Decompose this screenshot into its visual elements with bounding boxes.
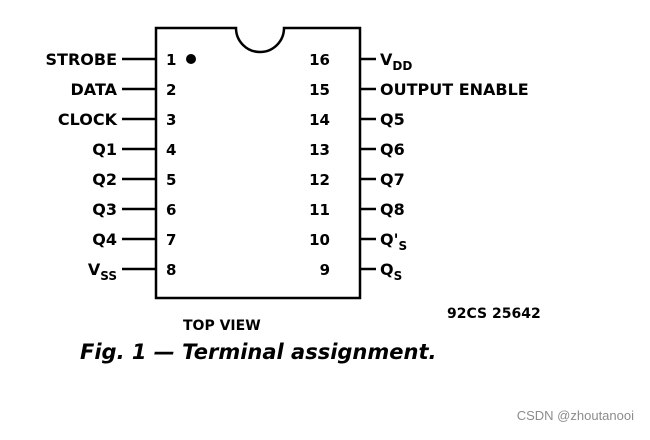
left-pin-label-text: STROBE bbox=[46, 50, 117, 69]
left-pin-label-text: Q4 bbox=[92, 230, 117, 249]
right-pin-number: 11 bbox=[309, 201, 330, 219]
right-pin-number: 16 bbox=[309, 51, 330, 69]
left-pin-label: Q3 bbox=[92, 200, 117, 219]
left-pin-number: 5 bbox=[166, 171, 176, 189]
right-pin-number: 15 bbox=[309, 81, 330, 99]
right-pin-number: 12 bbox=[309, 171, 330, 189]
right-pin-label-subscript: S bbox=[399, 239, 408, 253]
left-pin-number: 8 bbox=[166, 261, 176, 279]
right-pin-label-subscript: DD bbox=[392, 59, 412, 73]
left-pin-label-text: Q3 bbox=[92, 200, 117, 219]
right-pin-label: Q'S bbox=[380, 230, 407, 253]
left-pin-label-text: CLOCK bbox=[58, 110, 118, 129]
right-pin-label-subscript: S bbox=[394, 269, 403, 283]
left-pin-label-text: Q1 bbox=[92, 140, 117, 159]
right-pin-label: QS bbox=[380, 260, 402, 283]
right-pin-label-text: Q7 bbox=[380, 170, 405, 189]
left-pin-number: 1 bbox=[166, 51, 176, 69]
left-pin-number: 2 bbox=[166, 81, 176, 99]
right-pin-number: 14 bbox=[309, 111, 330, 129]
right-pin-label: Q7 bbox=[380, 170, 405, 189]
right-pin-label: Q8 bbox=[380, 200, 405, 219]
left-pin-number: 3 bbox=[166, 111, 176, 129]
right-pin-label: VDD bbox=[380, 50, 412, 73]
right-pin-label-text: Q' bbox=[380, 230, 399, 249]
left-pin-label: DATA bbox=[71, 80, 118, 99]
left-pin-label: CLOCK bbox=[58, 110, 118, 129]
left-pin-label-text: DATA bbox=[71, 80, 118, 99]
right-pin-group: 16 VDD 15 OUTPUT ENABLE 14 Q5 13 Q6 12 Q7 11 Q8 10 Q'… bbox=[309, 50, 529, 283]
right-pin-label-text: V bbox=[380, 50, 393, 69]
left-pin-label-text: Q2 bbox=[92, 170, 117, 189]
left-pin-label: Q1 bbox=[92, 140, 117, 159]
watermark-text: CSDN @zhoutanooi bbox=[516, 408, 634, 423]
right-pin-number: 13 bbox=[309, 141, 330, 159]
right-pin-label-text: Q8 bbox=[380, 200, 405, 219]
top-view-label: TOP VIEW bbox=[183, 318, 261, 334]
right-pin-label: OUTPUT ENABLE bbox=[380, 80, 529, 99]
right-pin-label: Q5 bbox=[380, 110, 405, 129]
left-pin-label-text: V bbox=[88, 260, 101, 279]
figure-caption: Fig. 1 — Terminal assignment. bbox=[80, 340, 437, 364]
left-pin-number: 6 bbox=[166, 201, 176, 219]
left-pin-label: Q2 bbox=[92, 170, 117, 189]
right-pin-label-text: OUTPUT ENABLE bbox=[380, 80, 529, 99]
left-pin-label-subscript: SS bbox=[100, 269, 117, 283]
ic-package-body bbox=[154, 26, 362, 300]
right-pin-label-text: Q5 bbox=[380, 110, 405, 129]
right-pin-label-text: Q6 bbox=[380, 140, 405, 159]
left-pin-group: 1 STROBE 2 DATA 3 CLOCK 4 Q1 5 Q2 6 Q3 7 Q4 8 VSS bbox=[46, 50, 177, 283]
left-pin-label: STROBE bbox=[46, 50, 117, 69]
left-pin-label: Q4 bbox=[92, 230, 117, 249]
figure-code: 92CS 25642 bbox=[447, 306, 541, 322]
right-pin-number: 9 bbox=[320, 261, 330, 279]
left-pin-number: 4 bbox=[166, 141, 176, 159]
left-pin-number: 7 bbox=[166, 231, 176, 249]
right-pin-label-text: Q bbox=[380, 260, 394, 279]
right-pin-label: Q6 bbox=[380, 140, 405, 159]
pin1-indicator-dot bbox=[186, 54, 196, 64]
left-pin-label: VSS bbox=[88, 260, 117, 283]
right-pin-number: 10 bbox=[309, 231, 330, 249]
